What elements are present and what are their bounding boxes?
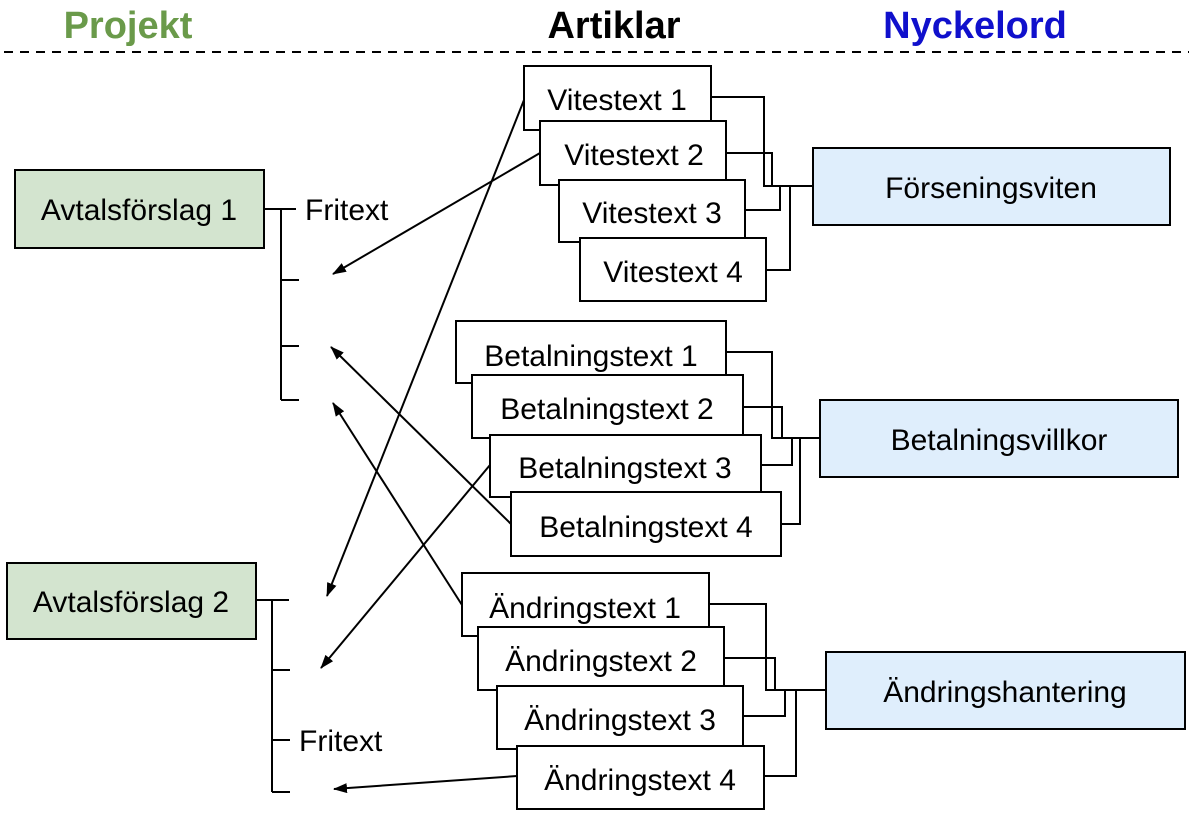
arrow-betalning3-to-p2 — [320, 464, 491, 669]
article-label: Ändringstext 1 — [489, 592, 681, 625]
article-box[interactable] — [455, 320, 727, 384]
project-1-tree — [264, 208, 299, 401]
header-artiklar: Artiklar — [547, 5, 680, 47]
article-label: Betalningstext 1 — [484, 340, 697, 373]
keyword-box-1[interactable] — [812, 147, 1171, 226]
article-label: Betalningstext 2 — [500, 393, 713, 426]
keyword-box-3[interactable] — [825, 651, 1186, 730]
project-label-1: Avtalsförslag 1 — [41, 194, 237, 227]
article-label: Ändringstext 3 — [524, 704, 716, 737]
arrow-vitestext1-to-p2 — [326, 99, 525, 597]
article-label: Vitestext 2 — [564, 139, 704, 172]
project-box-1[interactable] — [14, 169, 265, 249]
article-label: Betalningstext 3 — [518, 452, 731, 485]
arrow-vitestext2-to-p1 — [332, 152, 541, 275]
group-andringshantering: Ändringstext 1 Ändringstext 2 Ändringste… — [461, 572, 1186, 810]
header-nyckelord: Nyckelord — [883, 5, 1067, 47]
article-label: Vitestext 4 — [603, 256, 743, 289]
link-arrows — [320, 99, 541, 794]
arrow-andring1-to-p1 — [332, 402, 463, 606]
article-label: Betalningstext 4 — [539, 511, 752, 544]
header-projekt: Projekt — [64, 5, 193, 47]
group-1-connectors — [711, 96, 813, 271]
article-box[interactable] — [510, 491, 782, 557]
group-betalningsvillkor: Betalningstext 1 Betalningstext 2 Betaln… — [455, 320, 1179, 557]
article-box[interactable] — [558, 179, 746, 243]
article-box[interactable] — [477, 626, 725, 691]
article-box[interactable] — [523, 65, 712, 131]
group-3-connectors — [709, 603, 826, 777]
keyword-label-1: Förseningsviten — [885, 172, 1097, 205]
keyword-box-2[interactable] — [819, 399, 1179, 478]
article-box[interactable] — [461, 572, 710, 637]
keyword-label-3: Ändringshantering — [883, 676, 1127, 709]
article-label: Vitestext 3 — [582, 197, 722, 230]
arrow-andring4-to-p2 — [333, 775, 518, 794]
arrow-betalning4-to-p1 — [330, 346, 512, 525]
article-label: Vitestext 1 — [547, 84, 687, 117]
project-2-tree — [256, 599, 290, 793]
keyword-label-2: Betalningsvillkor — [891, 424, 1108, 457]
project-1-fritext: Fritext — [305, 194, 389, 227]
group-2-connectors — [726, 351, 820, 525]
group-forseningsviten: Vitestext 1 Vitestext 2 Vitestext 3 Vite… — [523, 65, 1171, 302]
project-2-fritext: Fritext — [299, 725, 383, 758]
article-label: Ändringstext 4 — [544, 764, 736, 797]
project-label-2: Avtalsförslag 2 — [33, 586, 229, 619]
article-box[interactable] — [516, 745, 765, 810]
article-box[interactable] — [539, 120, 727, 186]
article-box[interactable] — [579, 237, 767, 302]
article-box[interactable] — [489, 434, 762, 498]
article-label: Ändringstext 2 — [505, 645, 697, 678]
